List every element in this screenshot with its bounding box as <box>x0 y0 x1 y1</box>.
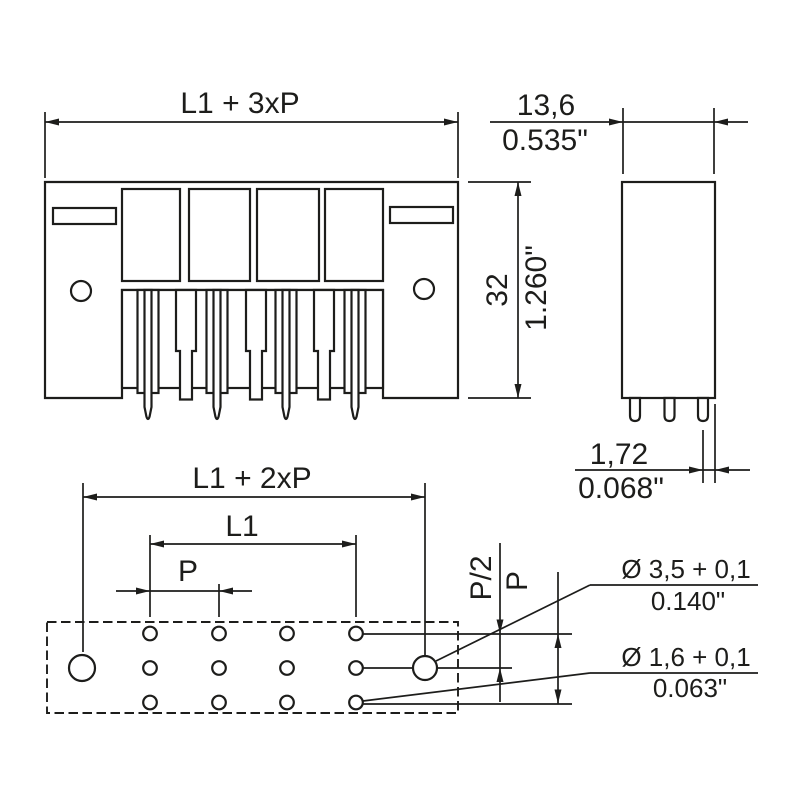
arrow-up-icon <box>514 182 522 196</box>
dim-height: 32 1.260" <box>468 181 553 399</box>
front-view <box>43 180 460 421</box>
pin-hole <box>211 694 227 711</box>
side-pin <box>663 396 676 423</box>
side-pin <box>696 396 710 423</box>
pin-hole <box>279 625 295 642</box>
mounting-hole-left <box>67 653 97 683</box>
dim-depth-mm-label: 13,6 <box>517 89 575 122</box>
pin-hole <box>279 660 295 676</box>
dim-drill-width: L1 + 2xP <box>83 462 425 501</box>
flange-hole-right <box>412 277 436 301</box>
dim-row-pitch-label: P <box>501 571 534 591</box>
pin-hole <box>142 625 158 642</box>
pin-hole <box>211 625 227 642</box>
side-view-body <box>620 180 717 400</box>
flange-hole-left <box>69 279 93 303</box>
pin-hole <box>348 625 364 642</box>
dim-pin-thickness-mm-label: 1,72 <box>590 438 648 471</box>
dim-row-offset: P/2 <box>465 543 504 702</box>
dim-drill-width-label: L1 + 2xP <box>192 462 311 495</box>
solder-pin <box>281 288 291 421</box>
pin-hole <box>142 694 158 711</box>
dim-front-width: L1 + 3xP <box>44 87 459 178</box>
arrow-right-icon <box>689 466 703 474</box>
stepped-pin <box>174 288 198 401</box>
front-view-pins <box>136 288 367 421</box>
arrow-left-icon <box>219 587 233 595</box>
pin-hole <box>211 660 227 676</box>
plug-slot <box>187 187 252 283</box>
plug-slot <box>120 187 182 283</box>
side-view <box>620 180 717 423</box>
arrow-down-icon <box>496 619 504 634</box>
dim-pitch-label: P <box>178 555 198 588</box>
small-hole-inch-label: 0.063" <box>653 673 727 703</box>
dim-l1-label: L1 <box>225 510 258 543</box>
arrow-left-icon <box>45 118 59 126</box>
solder-pin <box>350 288 360 421</box>
dim-row-pitch: P <box>501 571 562 704</box>
arrow-right-icon <box>609 118 623 126</box>
label-hole-small: Ø 1,6 + 0,1 0.063" <box>621 642 750 703</box>
pin-hole <box>279 694 295 711</box>
mounting-hole-right <box>411 654 439 682</box>
dim-pin-thickness: 1,72 0.068" <box>575 404 750 505</box>
dim-height-inch-label: 1.260" <box>520 245 553 331</box>
dim-front-width-label: L1 + 3xP <box>180 87 299 120</box>
plug-slot <box>255 187 321 283</box>
stepped-pin <box>312 288 336 401</box>
side-pin <box>628 396 642 423</box>
arrow-down-icon <box>554 689 562 704</box>
pin-hole <box>142 660 158 676</box>
solder-pin <box>212 288 222 421</box>
arrow-right-icon <box>136 587 150 595</box>
small-hole-mm-label: Ø 1,6 + 0,1 <box>621 642 750 672</box>
label-hole-large: Ø 3,5 + 0,1 0.140" <box>621 554 750 616</box>
arrow-left-icon <box>83 493 97 501</box>
large-hole-inch-label: 0.140" <box>651 586 725 616</box>
flange-slot-right <box>388 205 455 225</box>
pin-hole <box>348 694 364 711</box>
dim-l1: L1 <box>150 510 356 548</box>
plug-slot <box>323 187 385 283</box>
arrow-left-icon <box>714 118 728 126</box>
dim-depth: 13,6 0.535" <box>490 89 748 174</box>
pin-hole <box>348 660 364 676</box>
arrow-down-icon <box>514 384 522 398</box>
arrow-up-icon <box>554 634 562 648</box>
dim-depth-inch-label: 0.535" <box>502 124 588 157</box>
drill-plan <box>46 483 758 714</box>
dim-pitch: P <box>116 555 252 595</box>
dim-row-offset-label: P/2 <box>465 555 498 600</box>
dim-height-mm-label: 32 <box>481 273 514 306</box>
arrow-right-icon <box>444 118 458 126</box>
dim-pin-thickness-inch-label: 0.068" <box>578 472 664 505</box>
stepped-pin <box>244 288 268 401</box>
arrow-right-icon <box>342 540 356 548</box>
flange-slot-left <box>51 206 118 226</box>
arrow-left-icon <box>150 540 164 548</box>
arrow-left-icon <box>715 466 729 474</box>
large-hole-mm-label: Ø 3,5 + 0,1 <box>621 554 750 584</box>
arrow-up-icon <box>496 668 504 682</box>
solder-pin <box>143 288 153 421</box>
arrow-right-icon <box>411 493 425 501</box>
